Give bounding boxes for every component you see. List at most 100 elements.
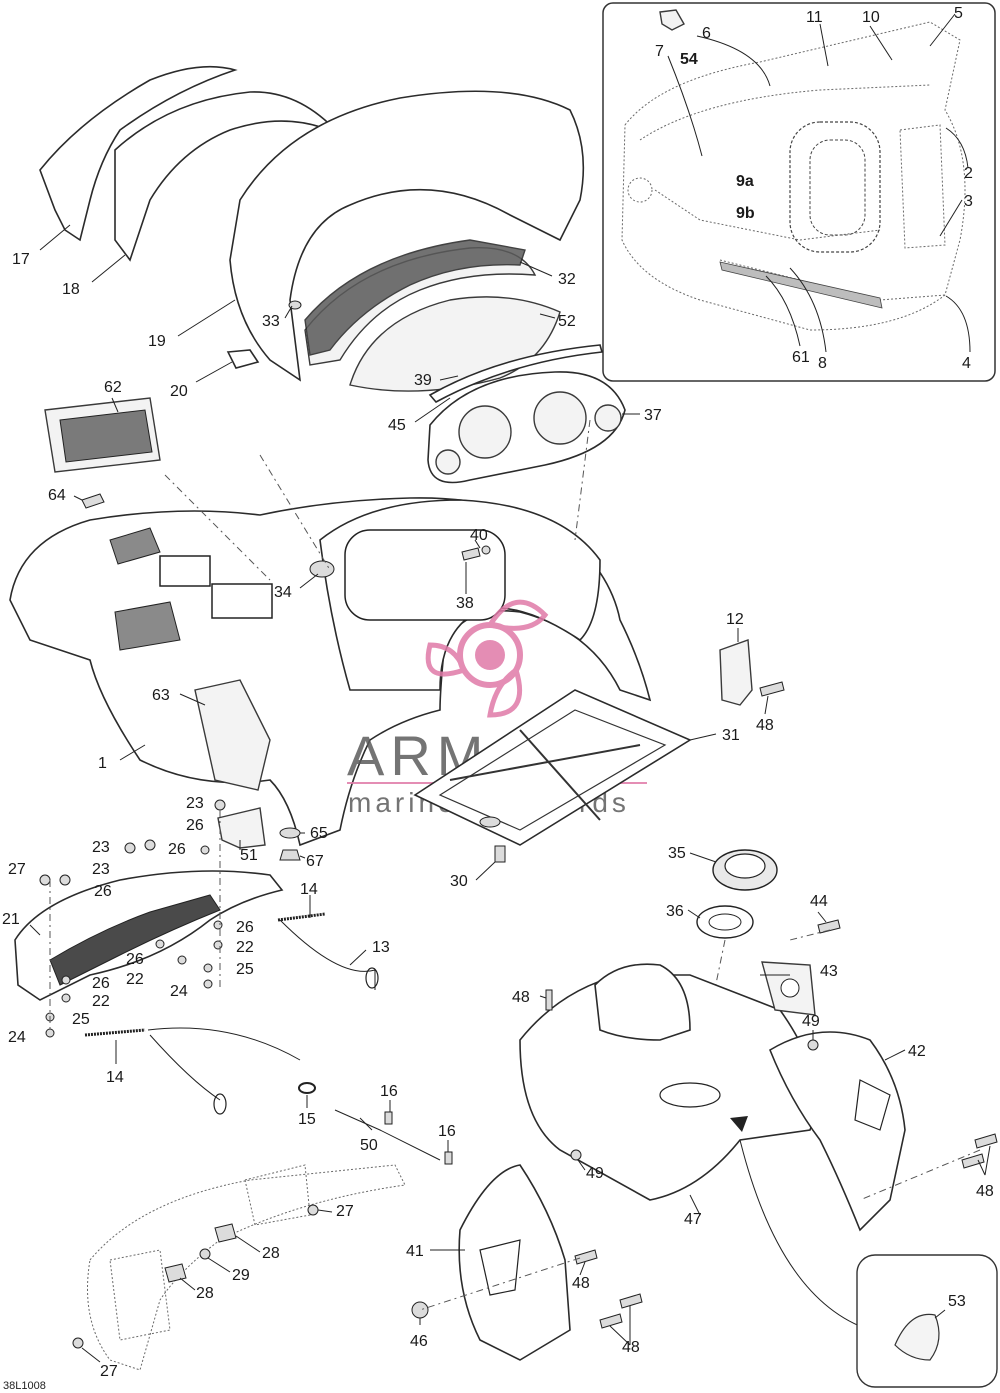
leader-52 [539,313,556,319]
label-25-a: 25 [236,961,254,978]
clip-20 [226,349,260,369]
rivet-48-d [599,1313,623,1329]
hood-1-mesh-upper [109,527,161,565]
label-23-c: 23 [92,861,110,878]
leader-13 [349,949,367,966]
washer-25-a [203,963,213,973]
nut-27-c [72,1337,84,1349]
label-39: 39 [414,372,432,389]
label-22-b: 22 [126,971,144,988]
leader-21 [29,924,41,936]
rivet-48-c [574,1249,598,1265]
label-46: 46 [410,1333,428,1350]
screw-64 [81,493,105,509]
label-54: 54 [680,51,698,68]
inset-53 [856,1254,998,1388]
cover-17 [39,65,238,242]
label-6: 6 [702,25,711,42]
leader-3 [939,199,963,237]
label-15: 15 [298,1111,316,1128]
inset-clip-54 [659,9,685,31]
gauge-small-right [594,404,622,432]
leader-33 [284,305,293,319]
label-19: 19 [148,333,166,350]
leader-19 [177,299,236,337]
label-18: 18 [62,281,80,298]
vent-group [44,397,161,509]
leader-49b [577,1159,586,1171]
label-41: 41 [406,1243,424,1260]
label-44: 44 [810,893,828,910]
leader-63 [179,693,206,706]
rivet-48-b [545,989,553,1011]
label-14-b: 14 [106,1069,124,1086]
label-49-a: 49 [802,1013,820,1030]
label-26-d: 26 [236,919,254,936]
label-13: 13 [372,939,390,956]
label-22-c: 22 [92,993,110,1010]
label-33: 33 [262,313,280,330]
label-34: 34 [274,584,292,601]
cover-32-rim [304,239,526,356]
nut-27-b [307,1204,319,1216]
gauge-panel-group [414,344,640,484]
label-22-a: 22 [236,939,254,956]
leader-48c [579,1261,586,1276]
screw-24-b [45,1028,55,1038]
label-26-f: 26 [92,975,110,992]
spacer-28-b [164,1263,187,1283]
screw-27-a [39,874,51,886]
main-hood-group [9,419,652,847]
bumper-lower-pad [109,1249,171,1341]
housing-47-neck [594,963,691,1041]
screw-23-b [124,842,136,854]
oring-15 [298,1082,316,1094]
label-28-a: 28 [262,1245,280,1262]
cover-19 [229,90,585,382]
clip-16-b [444,1151,453,1165]
label-21: 21 [2,911,20,928]
frame-21-webbing [49,894,221,986]
label-62: 62 [104,379,122,396]
leader-45 [414,397,451,423]
washer-22-b [177,955,187,965]
washer-26-d [61,975,71,985]
leader-4 [945,295,971,353]
leader-27c [81,1347,101,1363]
leader-48a [764,695,769,715]
label-17: 17 [12,251,30,268]
label-48-a: 48 [756,717,774,734]
gasket-36-inner [708,913,742,931]
leader-20 [195,361,233,383]
dashline-44 [789,929,831,941]
label-30: 30 [450,873,468,890]
label-45: 45 [388,417,406,434]
label-2: 2 [964,165,973,182]
leader-48de [609,1306,631,1346]
leader-5 [929,13,956,47]
washer-22-c [61,993,71,1003]
screw-23-a [59,874,71,886]
label-51: 51 [240,847,258,864]
leader-34 [299,573,319,589]
plug-46 [411,1301,429,1319]
leader-35 [689,852,717,863]
housing-47-port [659,1082,721,1108]
callout-labels: 17 18 19 20 33 32 52 62 64 39 45 37 34 4… [2,251,994,1380]
leader-42 [884,1049,906,1061]
housing-47-marker [730,1116,748,1132]
label-27-b: 27 [336,1203,354,1220]
leader-53-curve [739,1139,871,1331]
washer-26-c [155,939,165,949]
cap-34 [309,560,335,578]
leader-61 [765,275,801,347]
leader-18 [91,254,126,283]
label-63: 63 [152,687,170,704]
ring-group [687,849,778,1111]
leader-6 [696,35,771,87]
leader-32 [519,261,553,277]
inset-panel: 54 7 6 11 10 5 2 3 9a 9b 61 8 4 [602,2,996,382]
spring-14-upper [277,912,326,922]
bracket-12 [719,639,753,706]
plate-43-hole [780,978,800,998]
